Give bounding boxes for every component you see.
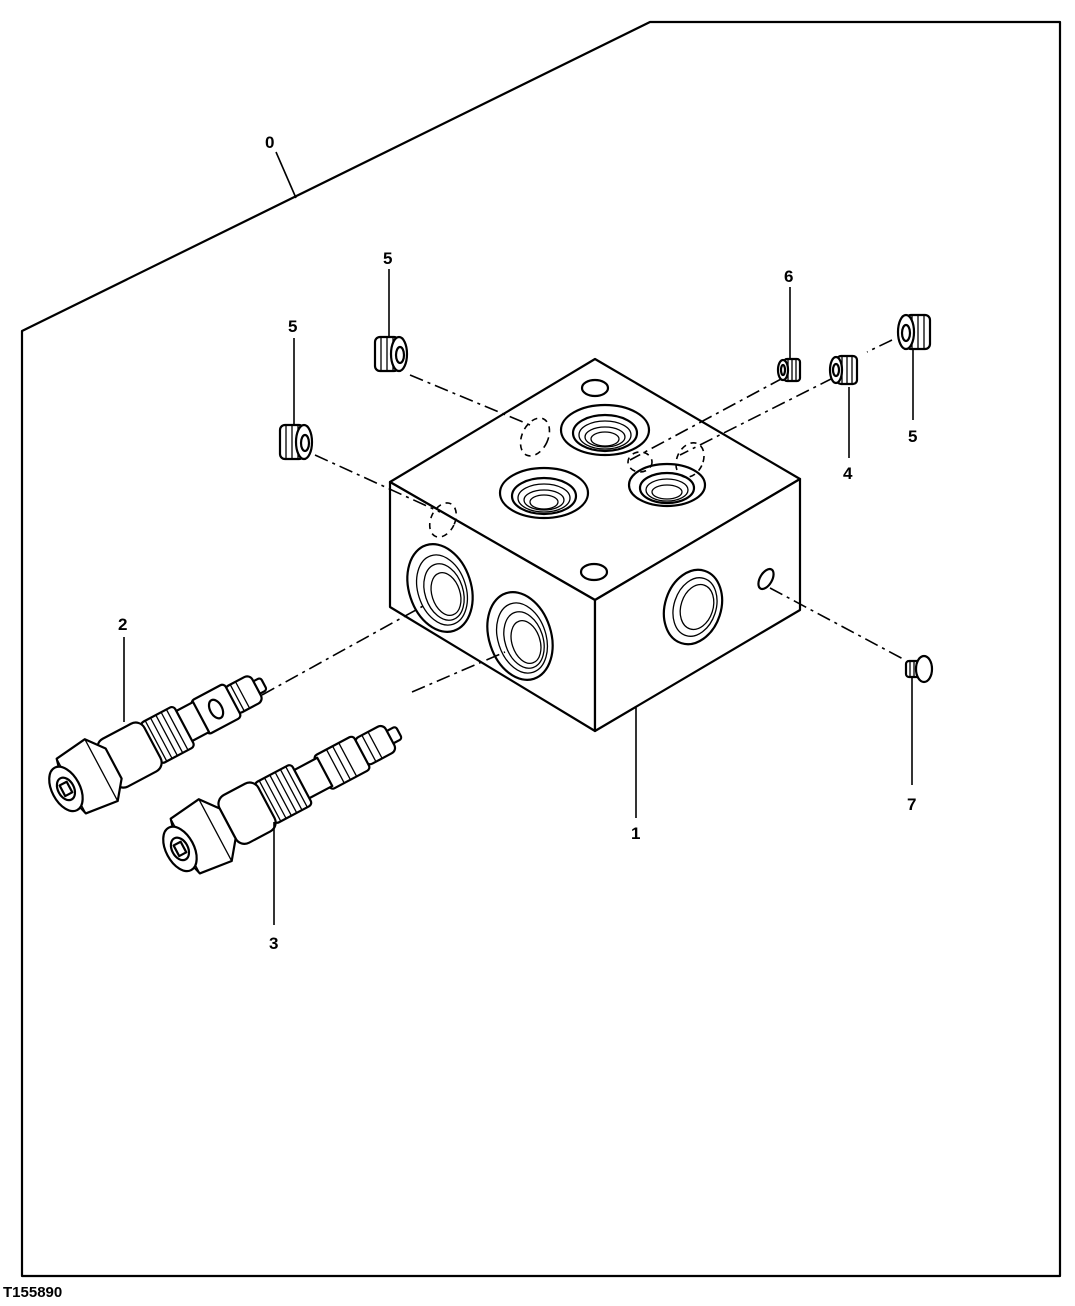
side-port-3	[662, 568, 724, 646]
assembly-frame	[20, 20, 1062, 1278]
top-port-right	[627, 462, 707, 508]
callout-6: 6	[784, 267, 793, 286]
figure-id: T155890	[3, 1284, 62, 1301]
callout-2: 2	[118, 615, 127, 634]
side-port-2	[486, 591, 554, 681]
plug-left	[278, 423, 314, 461]
side-port-1	[406, 543, 474, 633]
cartridge-valve-lower	[162, 724, 403, 875]
callout-0: 0	[265, 133, 274, 152]
callout-5-right: 5	[908, 427, 917, 446]
callout-5-left: 5	[288, 317, 297, 336]
top-port-back	[559, 403, 651, 457]
callout-4: 4	[843, 464, 853, 483]
leader-0	[275, 151, 297, 199]
callout-3: 3	[269, 934, 278, 953]
callout-5-top: 5	[383, 249, 392, 268]
manifold-block	[388, 357, 802, 733]
plug-tiny	[776, 357, 802, 383]
plug-small	[828, 354, 859, 386]
callout-7: 7	[907, 795, 916, 814]
cartridge-valve-upper	[48, 675, 268, 815]
orifice-plug	[904, 654, 934, 684]
plug-right	[896, 313, 932, 351]
top-port-front	[498, 466, 590, 520]
plug-top-left	[373, 335, 409, 373]
callout-1: 1	[631, 824, 640, 843]
